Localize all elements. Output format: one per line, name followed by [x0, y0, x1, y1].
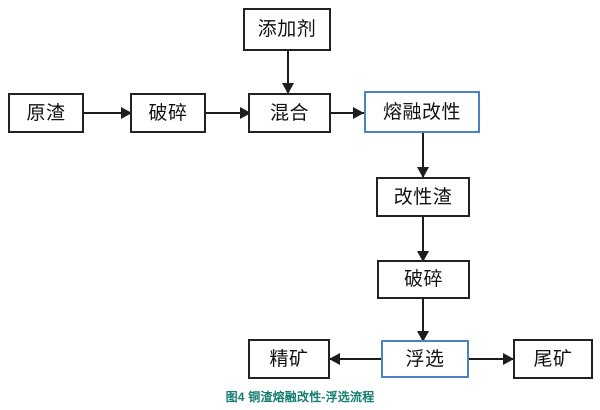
node-crushing-2-label: 破碎 [403, 269, 443, 290]
edge-modified-slag-to-crushing [422, 216, 424, 264]
node-tailings-label: 尾矿 [533, 348, 573, 370]
figure-caption: 图4 铜渣熔融改性-浮选流程 [225, 390, 375, 404]
node-tailings[interactable]: 尾矿 [513, 339, 593, 379]
arrowhead-flotation-to-tailings [503, 353, 514, 365]
edge-crushing-to-flotation [422, 298, 424, 343]
node-mixing-label: 混合 [269, 102, 309, 124]
arrowhead-mixing-to-melt [353, 107, 364, 119]
node-mixing[interactable]: 混合 [248, 93, 331, 133]
edge-mixing-to-melt [330, 112, 366, 114]
arrowhead-melt-to-modified-slag [417, 167, 429, 178]
edge-additive-to-mixing [287, 50, 289, 94]
node-modified-slag[interactable]: 改性渣 [376, 177, 470, 217]
arrowhead-raw-slag-to-crushing [121, 107, 132, 119]
node-flotation[interactable]: 浮选 [381, 340, 469, 378]
node-modified-slag-label: 改性渣 [393, 186, 453, 208]
node-melt-modification-label: 熔融改性 [382, 101, 461, 123]
node-additive-label: 添加剂 [257, 19, 317, 40]
node-additive[interactable]: 添加剂 [243, 8, 331, 51]
node-crushing-2[interactable]: 破碎 [377, 260, 470, 299]
edge-melt-to-modified-slag [422, 133, 424, 179]
edge-crushing-to-mixing [205, 112, 251, 114]
node-melt-modification[interactable]: 熔融改性 [364, 91, 480, 133]
arrowhead-additive-to-mixing [282, 83, 294, 94]
arrowhead-crushing-to-flotation [417, 331, 429, 342]
node-concentrate[interactable]: 精矿 [248, 339, 330, 379]
node-flotation-label: 浮选 [405, 348, 445, 370]
arrowhead-modified-slag-to-crushing [417, 251, 429, 262]
edge-raw-slag-to-crushing [83, 112, 131, 114]
edge-flotation-to-concentrate [330, 358, 381, 360]
edge-flotation-to-tailings [468, 358, 514, 360]
node-crushing-1[interactable]: 破碎 [130, 93, 206, 133]
arrowhead-crushing-to-mixing [240, 107, 251, 119]
node-raw-slag[interactable]: 原渣 [8, 93, 84, 133]
node-raw-slag-label: 原渣 [26, 102, 66, 124]
node-concentrate-label: 精矿 [269, 348, 309, 370]
arrowhead-flotation-to-concentrate [329, 353, 340, 365]
node-crushing-1-label: 破碎 [148, 102, 188, 124]
